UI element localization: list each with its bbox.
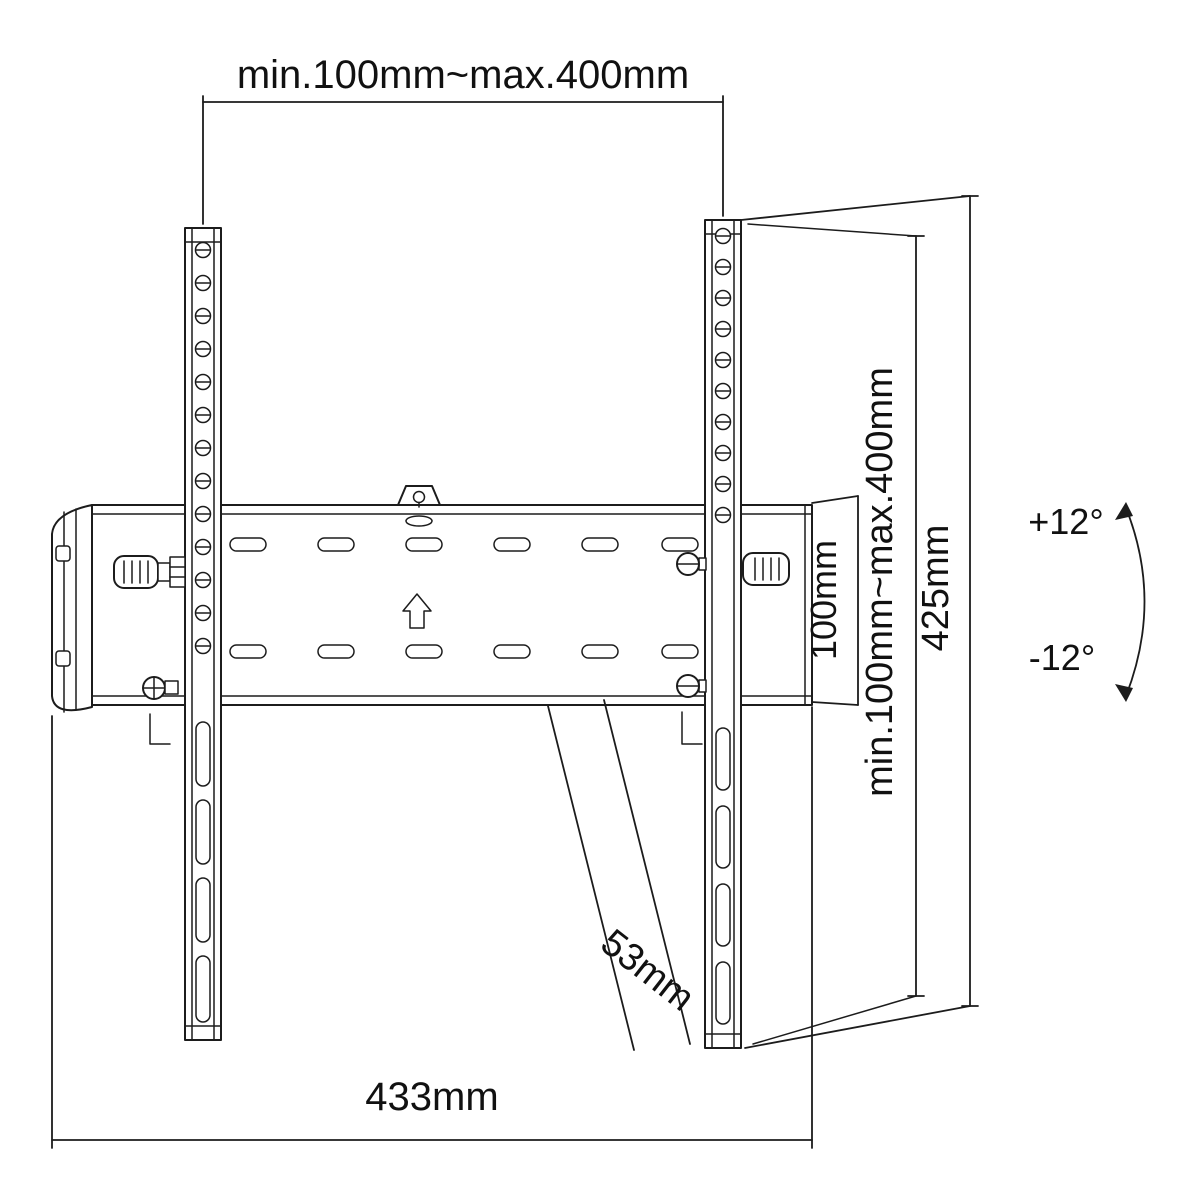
- left-rail-slots: [195, 721, 211, 1023]
- dimension-total-width: 433mm: [51, 706, 813, 1149]
- dim-label-total-width: 433mm: [365, 1075, 498, 1119]
- dimension-plate-height: 100mm: [803, 495, 859, 706]
- dim-label-plate-height: 100mm: [803, 540, 844, 660]
- wall-plate-left-cap: [51, 504, 93, 712]
- right-bracket-rail: [704, 219, 742, 1049]
- right-rail-slots: [715, 727, 731, 1025]
- dimension-depth: 53mm: [547, 699, 702, 1051]
- tilt-up-label: +12°: [1028, 501, 1103, 542]
- keyhole-tab: [397, 485, 441, 527]
- right-rail-screw-holes: [714, 227, 732, 524]
- dimension-vesa-vertical: min.100mm~max.400mm: [859, 235, 925, 997]
- dimension-top-width: min.100mm~max.400mm: [202, 53, 724, 225]
- dim-label-depth: 53mm: [593, 921, 702, 1019]
- tilt-down-label: -12°: [1029, 637, 1095, 678]
- dim-label-top-width: min.100mm~max.400mm: [237, 53, 689, 97]
- right-tilt-knob: [742, 552, 790, 586]
- wall-plate: [51, 485, 813, 713]
- dimension-bracket-height: 425mm: [740, 195, 979, 1049]
- left-tilt-knob: [113, 555, 186, 589]
- tilt-lock-hardware: [113, 552, 790, 745]
- left-rail-screw-holes: [194, 241, 212, 655]
- left-lock-screw: [142, 676, 179, 745]
- wall-plate-slots-row1: [229, 537, 699, 552]
- tilt-arc-arrow-icon: [1125, 507, 1146, 697]
- dim-label-bracket-height: 425mm: [915, 525, 957, 652]
- tv-panel-outline: [747, 223, 917, 1045]
- right-lock-screws: [676, 552, 707, 745]
- up-arrow-icon: [402, 593, 432, 629]
- left-bracket-rail: [184, 227, 222, 1041]
- dim-label-vesa-vertical: min.100mm~max.400mm: [859, 367, 901, 797]
- tilt-annotation: +12° -12°: [1028, 501, 1146, 702]
- wall-plate-slots-row2: [229, 644, 699, 659]
